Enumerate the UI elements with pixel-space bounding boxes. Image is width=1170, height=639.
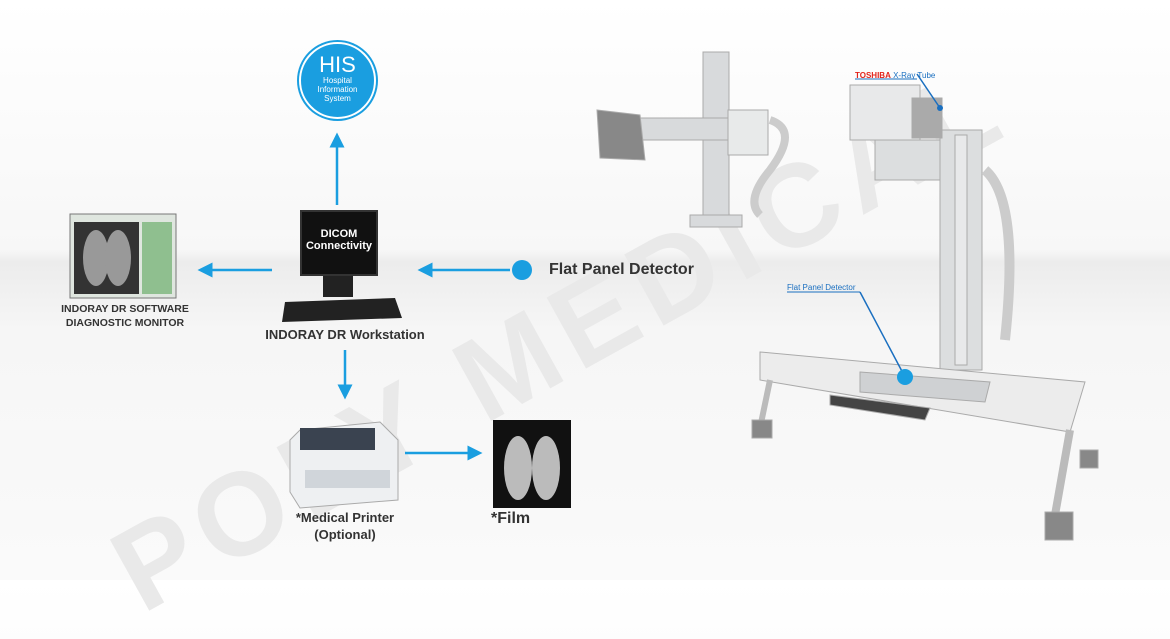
printer-label-line: *Medical Printer bbox=[295, 510, 395, 525]
his-line: Hospital bbox=[323, 76, 352, 85]
detector-dot bbox=[512, 260, 532, 280]
monitor-label-line: INDORAY DR SOFTWARE bbox=[61, 303, 189, 315]
detector-label: Flat Panel Detector bbox=[549, 261, 694, 278]
workstation-monitor: DICOM Connectivity bbox=[300, 210, 378, 276]
machine-detector-label: Flat Panel Detector bbox=[787, 283, 856, 292]
diagnostic-monitor-image bbox=[69, 213, 177, 299]
printer-label-line: (Optional) bbox=[314, 527, 376, 542]
his-circle: HIS Hospital Information System bbox=[299, 42, 376, 119]
his-line: System bbox=[324, 94, 351, 103]
screen-text: DICOM bbox=[320, 228, 358, 240]
xray-machine-small bbox=[596, 51, 789, 228]
monitor-label: INDORAY DR SOFTWARE DIAGNOSTIC MONITOR bbox=[45, 302, 205, 330]
tube-label: TOSHIBA X-Ray Tube bbox=[855, 71, 935, 80]
his-title: HIS bbox=[319, 52, 356, 77]
monitor-label-line: DIAGNOSTIC MONITOR bbox=[65, 317, 185, 329]
medical-printer-image bbox=[289, 421, 399, 509]
workstation-label: INDORAY DR Workstation bbox=[265, 327, 425, 342]
film-label: *Film bbox=[491, 510, 531, 527]
xray-machine-large bbox=[751, 84, 1099, 541]
his-line: Information bbox=[317, 85, 358, 94]
screen-text: Connectivity bbox=[305, 240, 372, 252]
printer-label: *Medical Printer (Optional) bbox=[265, 509, 425, 543]
toshiba-brand: TOSHIBA bbox=[855, 71, 891, 80]
tube-label-text: X-Ray Tube bbox=[893, 71, 936, 80]
diagram-graphics bbox=[69, 51, 1099, 541]
keyboard bbox=[282, 298, 402, 322]
film-image bbox=[493, 420, 571, 508]
